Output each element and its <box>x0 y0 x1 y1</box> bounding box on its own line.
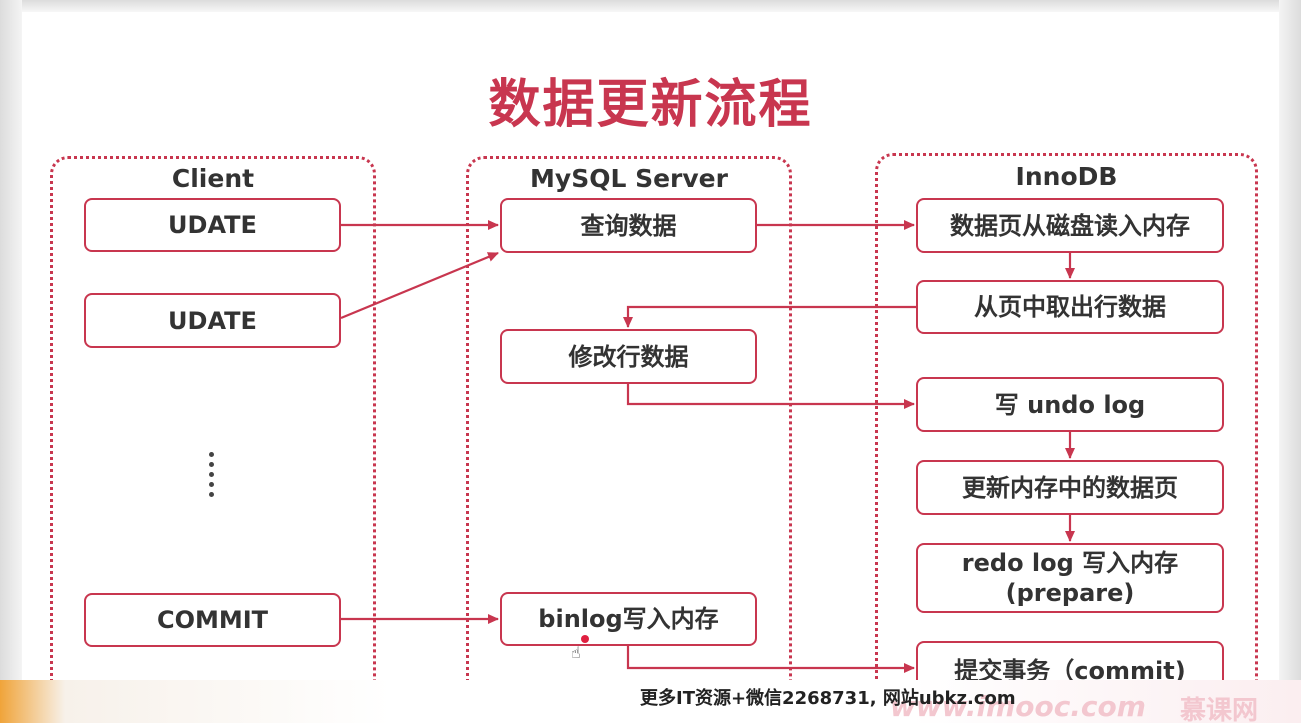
innodb-read-page-box: 数据页从磁盘读入内存 <box>916 198 1224 253</box>
client-update-box-2: UDATE <box>84 293 341 348</box>
server-query-box: 查询数据 <box>500 198 757 253</box>
ellipsis-dot <box>209 452 214 457</box>
arrow-modify-to-undo <box>626 384 915 409</box>
slide-title: 数据更新流程 <box>488 75 813 135</box>
innodb-update-page-box: 更新内存中的数据页 <box>916 460 1224 515</box>
watermark-text: 更多IT资源+微信2268731, 网站ubkz.com <box>640 688 1016 709</box>
window-frame-right <box>1279 0 1301 723</box>
innodb-redo-box: redo log 写入内存 (prepare) <box>916 543 1224 613</box>
window-frame-left <box>0 0 22 723</box>
arrow-update2-to-query <box>340 251 499 320</box>
client-update-box-1: UDATE <box>84 198 341 252</box>
innodb-fetch-row-box: 从页中取出行数据 <box>916 280 1224 334</box>
innodb-redo-line2: (prepare) <box>1005 579 1135 607</box>
window-frame-top <box>0 0 1301 12</box>
mukewang-watermark: 慕课网 <box>1180 696 1259 726</box>
lane-client-label: Client <box>171 164 255 193</box>
innodb-undo-box: 写 undo log <box>916 377 1224 432</box>
arrow-fetch-row-to-modify <box>623 305 916 328</box>
server-binlog-box: binlog写入内存 <box>500 592 757 646</box>
ellipsis-dot <box>209 492 214 497</box>
innodb-redo-line1: redo log 写入内存 <box>961 549 1179 577</box>
hand-cursor-icon: ☝ <box>571 643 581 662</box>
ellipsis-dot <box>209 472 214 477</box>
watermark-bar <box>0 680 1301 723</box>
server-modify-box: 修改行数据 <box>500 329 757 384</box>
ellipsis-dot <box>209 462 214 467</box>
imooc-watermark: www.imooc.com <box>890 690 1146 723</box>
lane-innodb-label: InnoDB <box>1015 162 1118 191</box>
ellipsis-dot <box>209 482 214 487</box>
laser-pointer-dot <box>581 635 589 643</box>
lane-mysql-server-label: MySQL Server <box>530 164 728 193</box>
arrow-binlog-to-commit-tx <box>626 646 915 673</box>
client-commit-box: COMMIT <box>84 593 341 647</box>
